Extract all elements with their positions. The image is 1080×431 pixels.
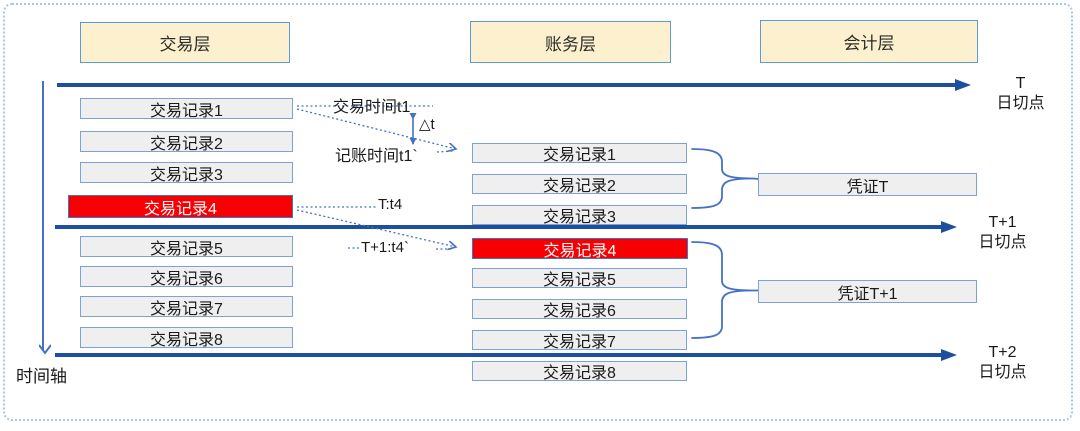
time-axis-label: 时间轴 — [16, 367, 67, 386]
account-record-6: 交易记录6 — [472, 299, 687, 320]
account-record-3: 交易记录3 — [472, 205, 687, 226]
annotation-t1-t4: T+1:t4` — [361, 239, 409, 256]
annotation-delta-t: △t — [419, 116, 435, 133]
cutover-label-t: T 日切点 — [978, 74, 1063, 114]
voucher-t-box: 凭证T — [758, 173, 977, 196]
annotation-booking-time: 记账时间t1` — [335, 148, 418, 165]
header-ledger-layer: 会计层 — [760, 20, 978, 63]
trade-record-4-highlighted: 交易记录4 — [68, 195, 293, 218]
annotation-t-t4: T:t4 — [378, 196, 403, 213]
trade-record-7: 交易记录7 — [80, 296, 293, 318]
brace-voucher-t — [691, 148, 754, 209]
cutover-t2-line2: 日切点 — [978, 364, 1027, 381]
brace-voucher-t1 — [691, 241, 754, 339]
annotation-trade-time: 交易时间t1 — [333, 99, 411, 116]
cutover-t-line1: T — [1015, 75, 1026, 92]
voucher-t1-box: 凭证T+1 — [758, 280, 977, 303]
cutover-label-t2: T+2 日切点 — [960, 343, 1045, 383]
cutover-t2-line1: T+2 — [988, 344, 1017, 361]
cutover-t1-line2: 日切点 — [978, 234, 1027, 251]
trade-record-8: 交易记录8 — [80, 327, 293, 349]
account-record-8: 交易记录8 — [472, 361, 687, 382]
cutover-t-line2: 日切点 — [996, 95, 1045, 112]
trade-record-2: 交易记录2 — [80, 131, 293, 153]
cutover-label-t1: T+1 日切点 — [960, 213, 1045, 253]
trade-record-6: 交易记录6 — [80, 266, 293, 288]
cutover-t1-line1: T+1 — [988, 214, 1017, 231]
account-record-2: 交易记录2 — [472, 174, 687, 195]
account-record-7: 交易记录7 — [472, 330, 687, 351]
record4-link-arrow — [296, 209, 456, 247]
record1-link-arrow — [296, 108, 456, 149]
account-record-1: 交易记录1 — [472, 143, 687, 164]
header-trade-layer: 交易层 — [80, 22, 290, 63]
trade-record-3: 交易记录3 — [80, 162, 293, 184]
account-record-5: 交易记录5 — [472, 268, 687, 289]
header-account-layer: 账务层 — [470, 21, 671, 63]
trade-record-5: 交易记录5 — [80, 236, 293, 258]
account-record-4-highlighted: 交易记录4 — [472, 238, 688, 260]
record1-booking-time-line — [436, 150, 454, 153]
trade-record-1: 交易记录1 — [80, 98, 293, 120]
